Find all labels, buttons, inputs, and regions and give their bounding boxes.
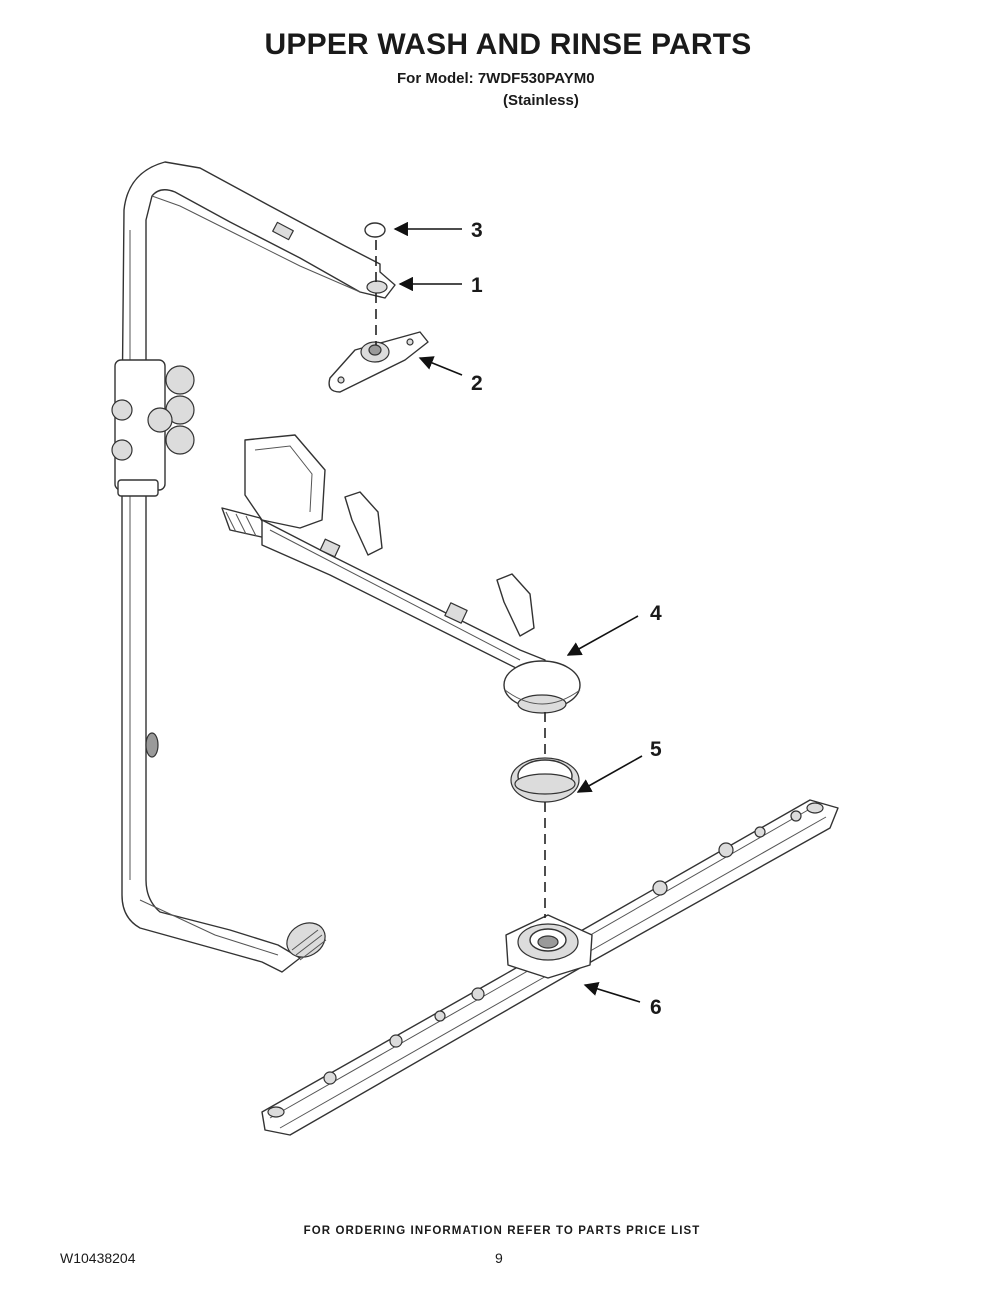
callout-labels: 3 1 2 4 5 6: [471, 219, 662, 1019]
callout-4: 4: [650, 602, 662, 625]
page-title: UPPER WASH AND RINSE PARTS: [264, 28, 752, 61]
callout-3: 3: [471, 219, 483, 242]
part-4-conduit: [221, 434, 581, 714]
alignment-lines: [375, 240, 546, 918]
part-5-ring: [510, 757, 580, 803]
ordering-note: FOR ORDERING INFORMATION REFER TO PARTS …: [303, 1225, 701, 1237]
part-3-cap: [364, 222, 386, 238]
part-1-manifold: [366, 280, 388, 294]
model-line: For Model: 7WDF530PAYM0: [397, 70, 595, 87]
callout-6: 6: [650, 996, 662, 1019]
supply-tube: [111, 161, 396, 973]
part-6-spray-arm: [261, 799, 839, 1136]
part-2-spray-mount: [328, 331, 429, 393]
callout-1: 1: [471, 274, 483, 297]
document-number: W10438204: [60, 1250, 136, 1266]
model-variant: (Stainless): [503, 92, 579, 109]
callout-2: 2: [471, 372, 483, 395]
callout-leaders: [393, 221, 643, 1003]
page-number: 9: [495, 1250, 503, 1266]
callout-5: 5: [650, 738, 662, 761]
